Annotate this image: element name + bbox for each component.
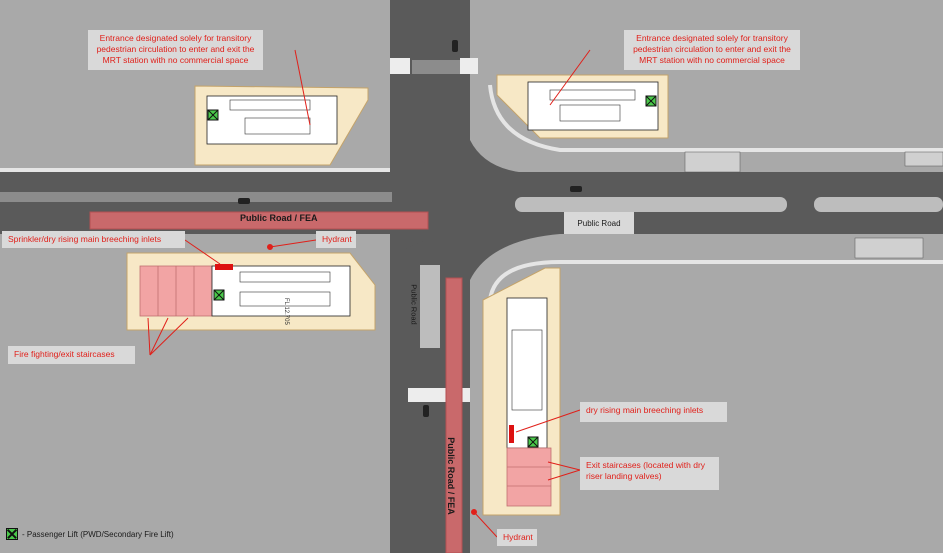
car-4 bbox=[423, 405, 429, 417]
breeching-inlet-sw bbox=[215, 264, 233, 270]
callout-sprinkler: Sprinkler/dry rising main breeching inle… bbox=[2, 231, 185, 248]
road-label-main-fea: Public Road / FEA bbox=[240, 213, 318, 223]
callout-fire-staircases: Fire fighting/exit staircases bbox=[8, 346, 135, 364]
entrance-ne bbox=[496, 74, 669, 139]
floorplan-nw bbox=[206, 95, 338, 145]
bus-shelter-2 bbox=[904, 151, 943, 167]
callout-dry-rising: dry rising main breeching inlets bbox=[580, 402, 727, 422]
car-2 bbox=[238, 198, 250, 204]
lift-cross-nw-b bbox=[207, 109, 219, 121]
entrance-sw: FL 12.705 bbox=[126, 252, 376, 331]
leader-stair-3 bbox=[149, 317, 189, 356]
leader-exit-stair-2 bbox=[547, 469, 581, 481]
level-label: FL 12.705 bbox=[283, 298, 289, 325]
car-3 bbox=[570, 186, 582, 192]
car-1 bbox=[452, 40, 458, 52]
legend-label: - Passenger Lift (PWD/Secondary Fire Lif… bbox=[22, 529, 174, 539]
breeching-inlet-se bbox=[509, 425, 514, 443]
escalator-ne bbox=[559, 104, 621, 122]
road-label-north-south: Public Road bbox=[409, 284, 419, 325]
leader-entrance-west bbox=[294, 49, 311, 126]
median-ns bbox=[420, 265, 440, 348]
sidewalk-line bbox=[0, 168, 390, 172]
leader-hydrant-south bbox=[473, 511, 498, 538]
bus-shelter-3 bbox=[854, 237, 924, 259]
escalator-nw bbox=[244, 117, 311, 135]
legend: - Passenger Lift (PWD/Secondary Fire Lif… bbox=[6, 528, 174, 540]
lift-cross-sw-b bbox=[213, 289, 225, 301]
lift-cross-se-b bbox=[527, 436, 539, 448]
passenger-lift-icon bbox=[6, 528, 18, 540]
road-label-south-fea: Public Road / FEA bbox=[445, 437, 456, 515]
median-north bbox=[412, 60, 460, 74]
lift-cross-ne-b bbox=[645, 95, 657, 107]
leader-entrance-east bbox=[549, 49, 591, 106]
median-far-east bbox=[814, 197, 943, 212]
callout-entrance-west: Entrance designated solely for transitor… bbox=[88, 30, 263, 70]
callout-hydrant-south: Hydrant bbox=[497, 529, 537, 546]
leader-sprinkler bbox=[184, 239, 221, 265]
leader-lines bbox=[147, 49, 591, 538]
leader-dry-rising bbox=[515, 409, 581, 433]
callout-entrance-east: Entrance designated solely for transitor… bbox=[624, 30, 800, 70]
callout-hydrant-north: Hydrant bbox=[316, 231, 356, 248]
entrance-se bbox=[482, 267, 561, 516]
crossing-n1 bbox=[390, 58, 410, 74]
road-label-east: Public Road bbox=[564, 212, 634, 234]
fea-strip-vertical bbox=[445, 277, 463, 553]
floorplan-ne bbox=[527, 81, 659, 131]
crossing-n2 bbox=[460, 58, 478, 74]
median-east bbox=[515, 197, 787, 212]
stairs-ne bbox=[549, 89, 636, 101]
escalator-se bbox=[511, 329, 543, 411]
curve-se bbox=[470, 234, 560, 280]
leader-exit-stair-1 bbox=[547, 461, 581, 471]
entrance-nw bbox=[194, 85, 369, 166]
curve-ne bbox=[470, 140, 560, 174]
leader-hydrant-north bbox=[269, 239, 317, 248]
fea-strip-horizontal bbox=[89, 211, 429, 230]
leader-stair-1 bbox=[147, 317, 151, 356]
callout-exit-staircases: Exit staircases (located with dry riser … bbox=[580, 457, 719, 490]
sidewalk-ne bbox=[488, 84, 943, 152]
hydrant-south-dot bbox=[471, 509, 477, 515]
median-west bbox=[0, 192, 392, 202]
leader-stair-2 bbox=[149, 317, 169, 356]
bus-shelter-1 bbox=[684, 151, 741, 173]
sidewalk-se bbox=[488, 260, 943, 301]
hydrant-north-dot bbox=[267, 244, 273, 250]
staircases-se bbox=[506, 447, 552, 507]
floorplan-sw bbox=[211, 265, 351, 317]
floorplan-se bbox=[506, 297, 548, 449]
escalator-sw bbox=[239, 291, 331, 307]
stairs-sw bbox=[239, 271, 331, 283]
stairs-nw bbox=[229, 99, 311, 111]
